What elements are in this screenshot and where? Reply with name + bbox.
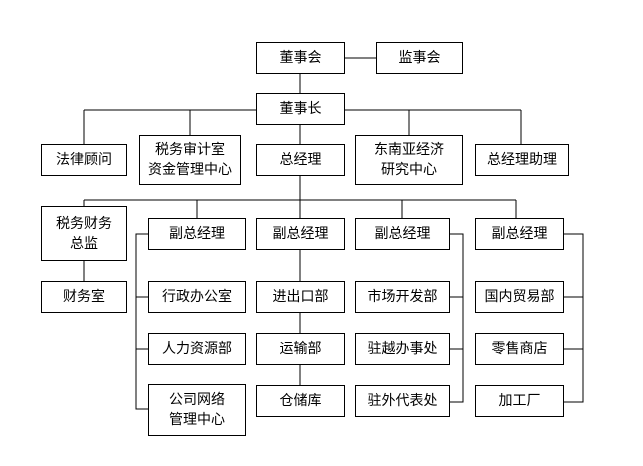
admin-office-box: 行政办公室 (148, 281, 246, 313)
vietnam-office-box: 驻越办事处 (355, 333, 450, 365)
vice-gm-4-box: 副总经理 (475, 218, 564, 250)
hr-department-label: 人力资源部 (162, 341, 232, 357)
market-development-box: 市场开发部 (355, 281, 450, 313)
warehouse-box: 仓储库 (256, 385, 345, 417)
legal-advisor-box: 法律顾问 (41, 144, 127, 176)
chairman-label: 董事长 (279, 101, 322, 117)
board-of-supervisors-label: 监事会 (398, 50, 441, 66)
network-center-line1: 公司网络 (169, 392, 225, 408)
southeast-asia-research-box: 东南亚经济 研究中心 (355, 135, 463, 185)
general-manager-label: 总经理 (279, 152, 322, 168)
network-management-center-box: 公司网络 管理中心 (148, 384, 246, 436)
market-development-label: 市场开发部 (367, 289, 438, 305)
gm-assistant-box: 总经理助理 (475, 144, 569, 176)
cfo-line1: 税务财务 (56, 215, 112, 232)
board-of-supervisors-box: 监事会 (376, 42, 463, 74)
vice-gm-2-box: 副总经理 (256, 218, 345, 250)
vice-gm-4-label: 副总经理 (491, 226, 548, 242)
admin-office-label: 行政办公室 (162, 289, 232, 305)
connector-vp1-bracket (135, 233, 148, 410)
processing-plant-label: 加工厂 (498, 393, 541, 409)
retail-store-box: 零售商店 (475, 333, 564, 365)
vietnam-office-label: 驻越办事处 (367, 341, 438, 357)
overseas-representative-box: 驻外代表处 (355, 385, 450, 417)
finance-office-box: 财务室 (41, 281, 127, 313)
tax-audit-line1: 税务审计室 (155, 142, 225, 158)
cfo-line2: 总监 (70, 235, 98, 252)
tax-audit-fund-center-box: 税务审计室 资金管理中心 (139, 135, 241, 185)
finance-office-label: 财务室 (63, 289, 105, 305)
board-of-directors-box: 董事会 (256, 42, 345, 74)
import-export-box: 进出口部 (256, 281, 345, 313)
gm-assistant-label: 总经理助理 (487, 152, 557, 168)
connector-vp3-bracket (450, 233, 464, 403)
chairman-box: 董事长 (256, 93, 345, 125)
board-of-directors-label: 董事会 (279, 50, 322, 66)
network-center-line2: 管理中心 (169, 412, 225, 428)
vice-gm-2-label: 副总经理 (272, 226, 329, 242)
retail-store-label: 零售商店 (491, 341, 548, 357)
warehouse-label: 仓储库 (279, 393, 322, 409)
domestic-trade-box: 国内贸易部 (475, 281, 564, 313)
vice-gm-3-label: 副总经理 (374, 226, 431, 242)
tax-finance-director-box: 税务财务 总监 (41, 206, 127, 261)
import-export-label: 进出口部 (272, 289, 329, 305)
vice-gm-1-box: 副总经理 (148, 218, 246, 250)
transport-box: 运输部 (256, 333, 345, 365)
tax-audit-line2: 资金管理中心 (148, 162, 232, 178)
vice-gm-3-box: 副总经理 (355, 218, 450, 250)
vice-gm-1-label: 副总经理 (169, 226, 225, 242)
legal-advisor-label: 法律顾问 (56, 152, 112, 168)
general-manager-box: 总经理 (256, 144, 345, 176)
research-line1: 东南亚经济 (374, 142, 444, 158)
processing-plant-box: 加工厂 (475, 385, 564, 417)
domestic-trade-label: 国内贸易部 (484, 289, 555, 305)
connector-vp4-bracket (564, 233, 584, 403)
research-line2: 研究中心 (381, 162, 437, 178)
transport-label: 运输部 (279, 341, 322, 357)
hr-department-box: 人力资源部 (148, 333, 246, 365)
overseas-representative-label: 驻外代表处 (367, 393, 438, 409)
